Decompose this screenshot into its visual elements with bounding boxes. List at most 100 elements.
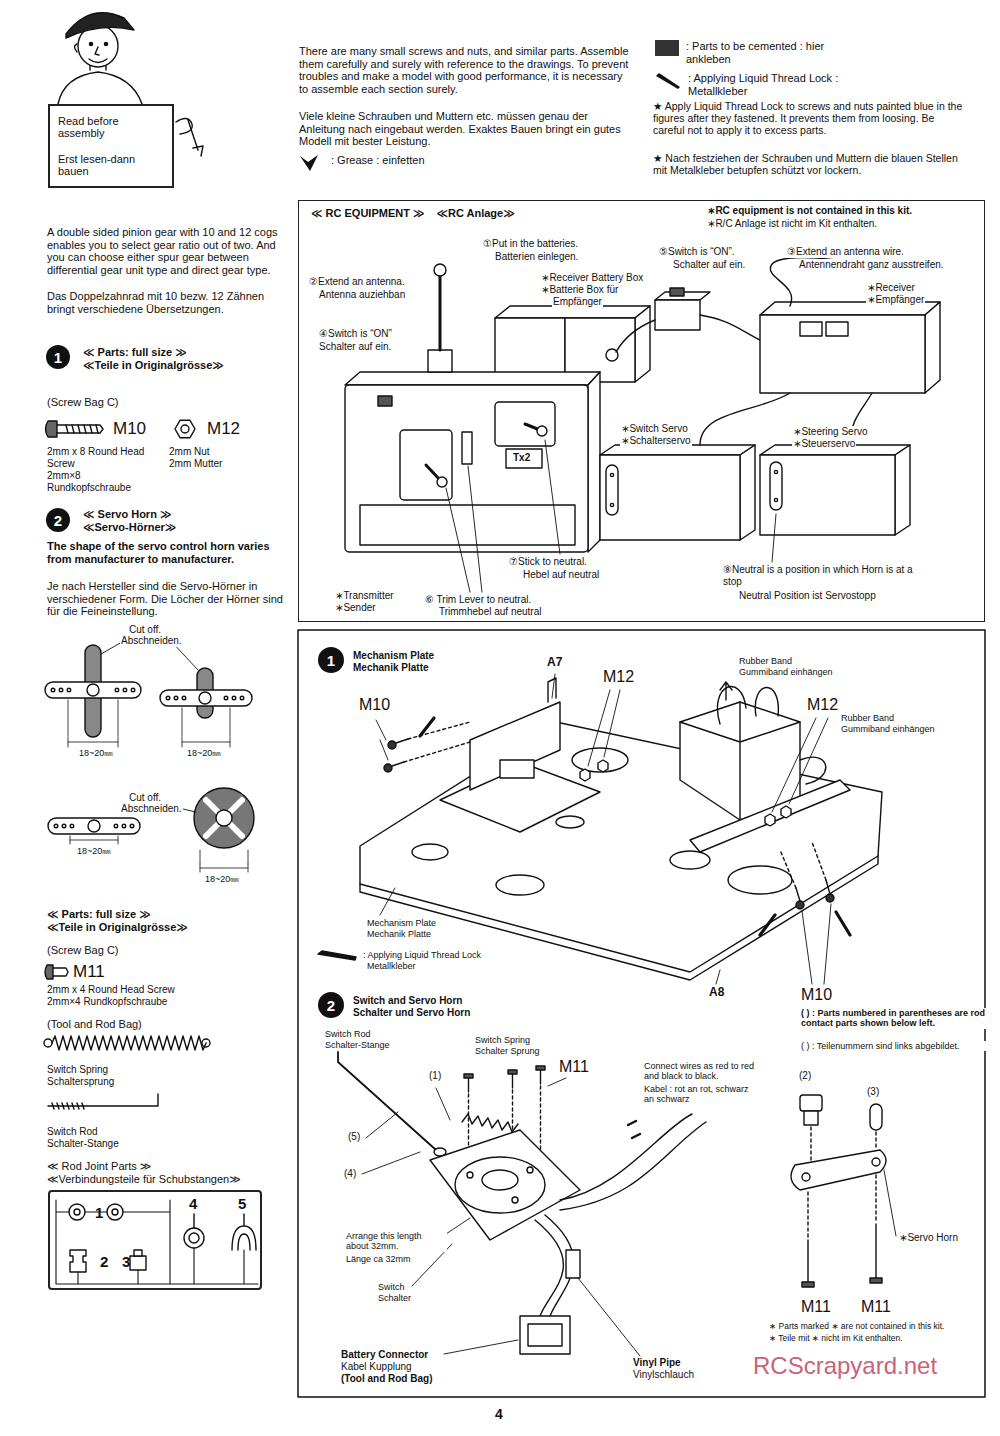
rc-equipment-drawing xyxy=(600,455,740,540)
switch-assembly-drawing xyxy=(520,1316,570,1354)
rc-equipment-drawing xyxy=(655,300,700,330)
rc-equipment-drawing xyxy=(700,315,760,340)
servo-horn-parts-drawing xyxy=(872,1158,880,1166)
part-code: M10 xyxy=(358,696,391,714)
mascot-figure xyxy=(66,13,134,38)
mechanism-plate-drawing xyxy=(796,888,800,901)
label-text: 2mm x 4 Round Head Screw xyxy=(46,984,176,996)
page-number: 4 xyxy=(494,1406,504,1422)
screw-icon xyxy=(53,968,68,976)
label-text: A double sided pinion gear with 10 and 1… xyxy=(46,226,284,277)
mechanism-plate-drawing xyxy=(318,951,356,960)
rc-equipment-drawing xyxy=(506,449,542,468)
label-text: (Screw Bag C) xyxy=(46,396,120,409)
label-text: Das Doppelzahnrad mit 10 bezw. 12 Zähnen… xyxy=(46,290,284,315)
servo-horn-drawing xyxy=(51,688,55,692)
rc-equipment-drawing xyxy=(426,465,440,480)
rc-equipment-drawing xyxy=(670,288,684,296)
node-text: ≪RC Anlage≫ xyxy=(436,207,514,220)
mechanism-plate-drawing xyxy=(781,806,791,818)
rod-joint-sprue xyxy=(70,1250,86,1272)
label-text: Cut off. xyxy=(128,792,162,804)
mechanism-plate-drawing xyxy=(376,720,388,760)
callout-number: 2 xyxy=(54,512,62,529)
label-text: Tx2 xyxy=(512,452,531,464)
switch-assembly-drawing xyxy=(628,1121,640,1138)
label-text: Switch Rod xyxy=(324,1029,372,1039)
rc-equipment-drawing xyxy=(495,306,650,318)
rod-joint-sprue xyxy=(74,1209,80,1215)
label-text: ≪Teile in Originalgrösse≫ xyxy=(46,921,189,934)
mechanism-plate-drawing xyxy=(580,769,590,781)
dimension: 18~20㎜ xyxy=(186,748,222,758)
callout-number: (3) xyxy=(866,1086,880,1098)
label-text: Antenna auziehban xyxy=(318,289,406,301)
mechanism-plate-drawing xyxy=(760,912,850,935)
mascot-figure xyxy=(58,72,142,104)
label-text: Trimmhebel auf neutral xyxy=(438,606,542,618)
switch-assembly-drawing xyxy=(512,1074,513,1088)
screw-icon xyxy=(45,965,53,979)
callout-number: (1) xyxy=(428,1070,442,1082)
servo-horn-drawing xyxy=(85,645,101,737)
step-number: 1 xyxy=(318,647,344,673)
label-text: ≪ Parts: full size ≫ xyxy=(82,346,188,359)
step-number: 2 xyxy=(46,508,70,532)
label-text: ∗Transmitter xyxy=(334,590,395,602)
mechanism-plate-drawing xyxy=(670,851,710,869)
label-text: Mechanik Platte xyxy=(352,662,430,674)
mechanism-plate-drawing xyxy=(384,764,392,772)
servo-horn-drawing xyxy=(206,800,242,836)
label-text: Antennendraht ganz ausstreifen. xyxy=(798,259,945,271)
mechanism-plate-drawing xyxy=(572,748,628,772)
label-text: ★ Nach festziehen der Schrauben und Mutt… xyxy=(652,152,966,176)
thread-lock-symbol xyxy=(655,72,681,90)
label-text: ≪ Parts: full size ≫ xyxy=(46,908,152,921)
switch-assembly-drawing xyxy=(462,1114,518,1132)
rc-equipment-drawing xyxy=(740,445,755,540)
servo-horn-drawing xyxy=(48,818,140,834)
label-text: Hebel auf neutral xyxy=(522,569,600,581)
rod-joint-sprue xyxy=(56,1200,258,1284)
mascot-figure xyxy=(89,59,107,63)
callout-number: 1 xyxy=(54,349,62,366)
rc-equipment-drawing xyxy=(439,276,442,350)
switch-assembly-drawing xyxy=(540,1070,541,1084)
label-text: ①Put in the batteries. xyxy=(482,238,579,250)
mechanism-plate-drawing xyxy=(500,760,534,778)
label-text: Schalter und Servo Horn xyxy=(352,1007,471,1019)
label-text: 2mm x 8 Round Head Screw xyxy=(46,446,158,469)
spring-drawing xyxy=(52,1036,206,1050)
callout-number: 3 xyxy=(122,1254,130,1271)
mascot-figure xyxy=(188,120,203,156)
legend-text: : Grease : einfetten xyxy=(331,154,425,167)
rc-equipment-drawing xyxy=(588,372,600,552)
rc-equipment-drawing xyxy=(537,426,547,436)
label-text: ≪Verbindungsteile für Schubstangen≫ xyxy=(46,1173,242,1186)
servo-horn-drawing xyxy=(174,696,178,700)
mascot-figure xyxy=(95,47,99,55)
callout-number: 1 xyxy=(327,652,335,669)
part-code: A7 xyxy=(546,656,563,670)
nut-icon xyxy=(181,425,189,433)
label-text: Länge ca 32mm xyxy=(345,1254,412,1264)
part-code: M11 xyxy=(860,1298,892,1316)
label-text: ∗Sender xyxy=(334,602,377,614)
label-text: Switch Spring xyxy=(46,1064,109,1076)
part-code: M11 xyxy=(72,962,106,982)
spring-drawing xyxy=(44,1039,52,1047)
label-text: ≪ Servo Horn ≫ xyxy=(82,508,172,521)
label-text: Neutral Position ist Servostopp xyxy=(738,590,877,602)
legend-text: : Parts to be cemented : hier ankleben xyxy=(686,40,846,66)
rc-equipment-drawing xyxy=(925,302,940,393)
label-text: ∗RC equipment is not contained in this k… xyxy=(706,205,913,217)
servo-horn-drawing xyxy=(130,824,134,828)
servo-horn-drawing xyxy=(59,688,63,692)
switch-assembly-drawing xyxy=(455,1157,545,1213)
rod-joint-sprue xyxy=(107,1204,123,1220)
rc-equipment-drawing xyxy=(600,445,755,455)
mechanism-plate-drawing xyxy=(496,875,544,895)
dimension: 18~20㎜ xyxy=(204,874,240,884)
callout-number: (2) xyxy=(798,1070,812,1082)
rc-equipment-drawing xyxy=(610,473,613,476)
